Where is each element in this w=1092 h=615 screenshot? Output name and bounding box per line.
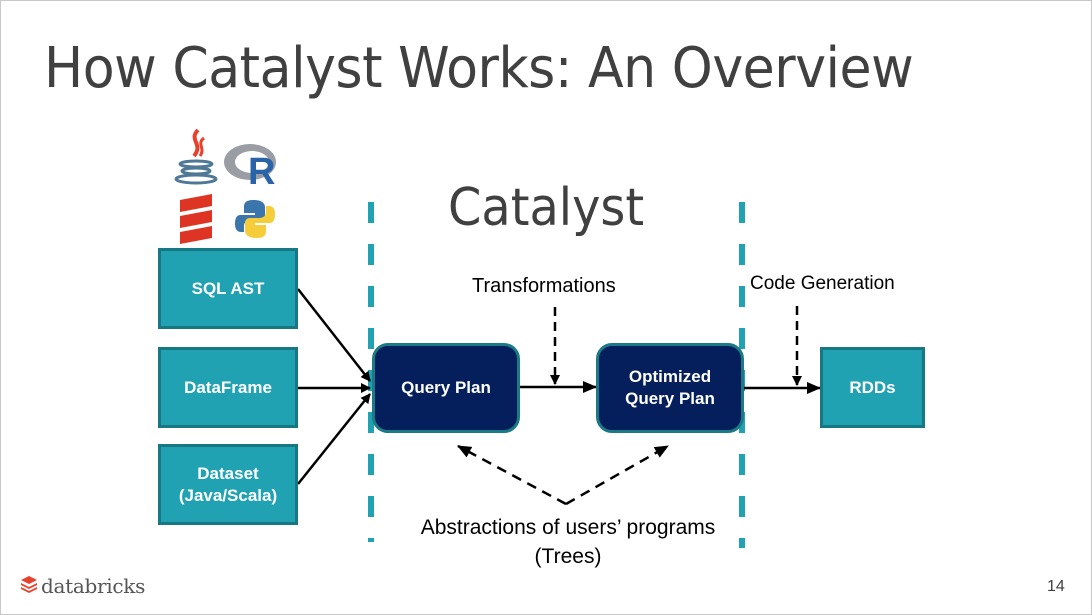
scala-icon: [178, 192, 214, 244]
java-icon: [174, 128, 218, 186]
arrow-sqlast-to-queryplan: [297, 288, 371, 382]
code-generation-label: Code Generation: [750, 273, 895, 294]
dataset-label: Dataset (Java/Scala): [178, 463, 278, 505]
optimized-query-plan-label: Optimized Query Plan: [625, 367, 715, 408]
catalyst-heading: Catalyst: [448, 178, 645, 238]
page-number: 14: [1047, 578, 1065, 595]
abstractions-label: Abstractions of users’ programs (Trees): [420, 516, 716, 568]
python-icon: [234, 198, 276, 240]
dataset-box: Dataset (Java/Scala): [158, 444, 298, 525]
query-plan-label: Query Plan: [401, 378, 491, 397]
query-plan-box: Query Plan: [372, 343, 520, 433]
databricks-wordmark: databricks: [41, 574, 146, 598]
arrow-abstractions-to-optimized: [565, 444, 669, 506]
arrow-dataset-to-queryplan: [297, 393, 371, 485]
transformations-label: Transformations: [472, 275, 616, 297]
rdds-label: RDDs: [849, 377, 896, 397]
dataframe-label: DataFrame: [184, 377, 272, 397]
databricks-logo-icon: [20, 575, 38, 598]
sql-ast-label: SQL AST: [191, 278, 265, 298]
r-icon: R: [222, 140, 280, 193]
arrow-abstractions-to-queryplan: [457, 444, 567, 506]
svg-text:R: R: [248, 151, 275, 188]
databricks-logo: databricks: [20, 574, 145, 598]
slide-title: How Catalyst Works: An Overview: [44, 36, 914, 101]
dataframe-box: DataFrame: [158, 347, 298, 428]
sql-ast-box: SQL AST: [158, 248, 298, 329]
optimized-query-plan-box: Optimized Query Plan: [596, 343, 744, 433]
rdds-box: RDDs: [820, 347, 925, 428]
